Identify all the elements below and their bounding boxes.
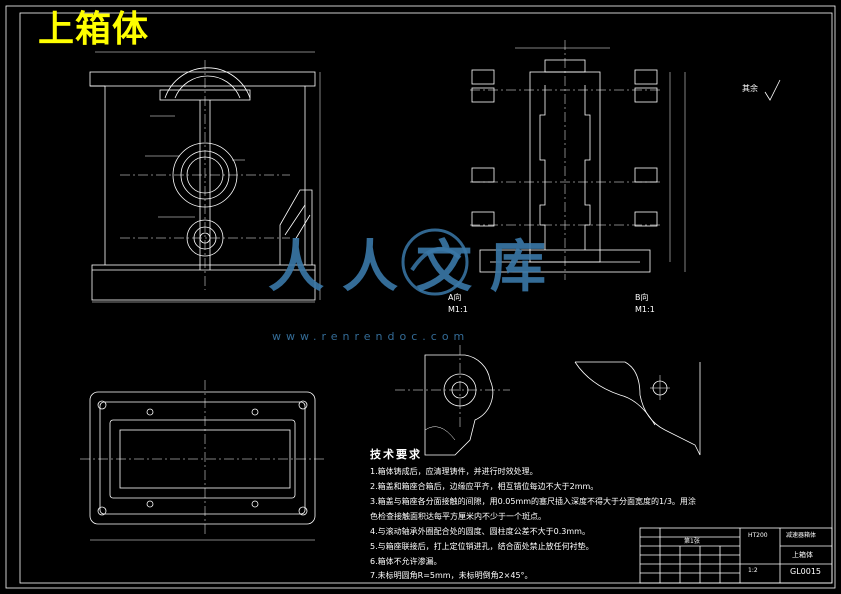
title-block-drawing-no: GL0015 xyxy=(790,567,822,576)
tech-requirements-heading: 技术要求 xyxy=(370,448,422,461)
section-a xyxy=(395,345,510,456)
tech-note: 4.与滚动轴承外圈配合处的圆度、圆柱度公差不大于0.3mm。 xyxy=(370,527,590,536)
tech-note: 色检查接触面积达每平方厘米内不少于一个斑点。 xyxy=(370,512,546,521)
outer-border xyxy=(5,5,836,589)
title-block-sheet: 第1张 xyxy=(684,538,700,545)
title-block-school: 减速器箱体 xyxy=(786,532,817,539)
section-b xyxy=(574,361,701,456)
tech-note: 6.箱体不允许渗漏。 xyxy=(370,557,442,566)
front-view xyxy=(89,51,321,303)
drawing-title: 上箱体 xyxy=(38,9,150,50)
tech-note: 7.未标明圆角R=5mm，未标明倒角2×45°。 xyxy=(370,571,533,580)
roughness-label: 其余 xyxy=(742,84,758,93)
tech-note: 2.箱盖和箱座合箱后，边缘应平齐，相互错位每边不大于2mm。 xyxy=(370,482,599,491)
side-view xyxy=(470,40,686,280)
tech-note: 5.与箱座联接后，打上定位销进孔，结合面处禁止放任何衬垫。 xyxy=(370,542,594,551)
watermark-logo xyxy=(401,228,469,296)
title-block-scale: 1:2 xyxy=(748,567,758,574)
tech-note: 3.箱盖与箱座各分面接触的间隙，用0.05mm的塞尺插入深度不得大于分面宽度的1… xyxy=(370,497,696,506)
section-a-label: A向 xyxy=(448,293,462,302)
section-a-scale: M1:1 xyxy=(448,305,468,314)
section-b-label: B向 xyxy=(635,293,649,302)
watermark-chars: 人人文库 xyxy=(268,235,564,300)
top-view xyxy=(80,380,325,541)
tech-note: 1.箱体铸成后，应清理铸件，并进行时效处理。 xyxy=(370,467,538,476)
inner-border xyxy=(19,12,833,584)
title-block xyxy=(639,527,833,584)
roughness-symbol xyxy=(764,79,781,101)
title-block-material: HT200 xyxy=(748,532,768,539)
title-block-part-name: 上箱体 xyxy=(792,551,813,559)
watermark-url: www.renrendoc.com xyxy=(272,330,470,343)
section-b-scale: M1:1 xyxy=(635,305,655,314)
